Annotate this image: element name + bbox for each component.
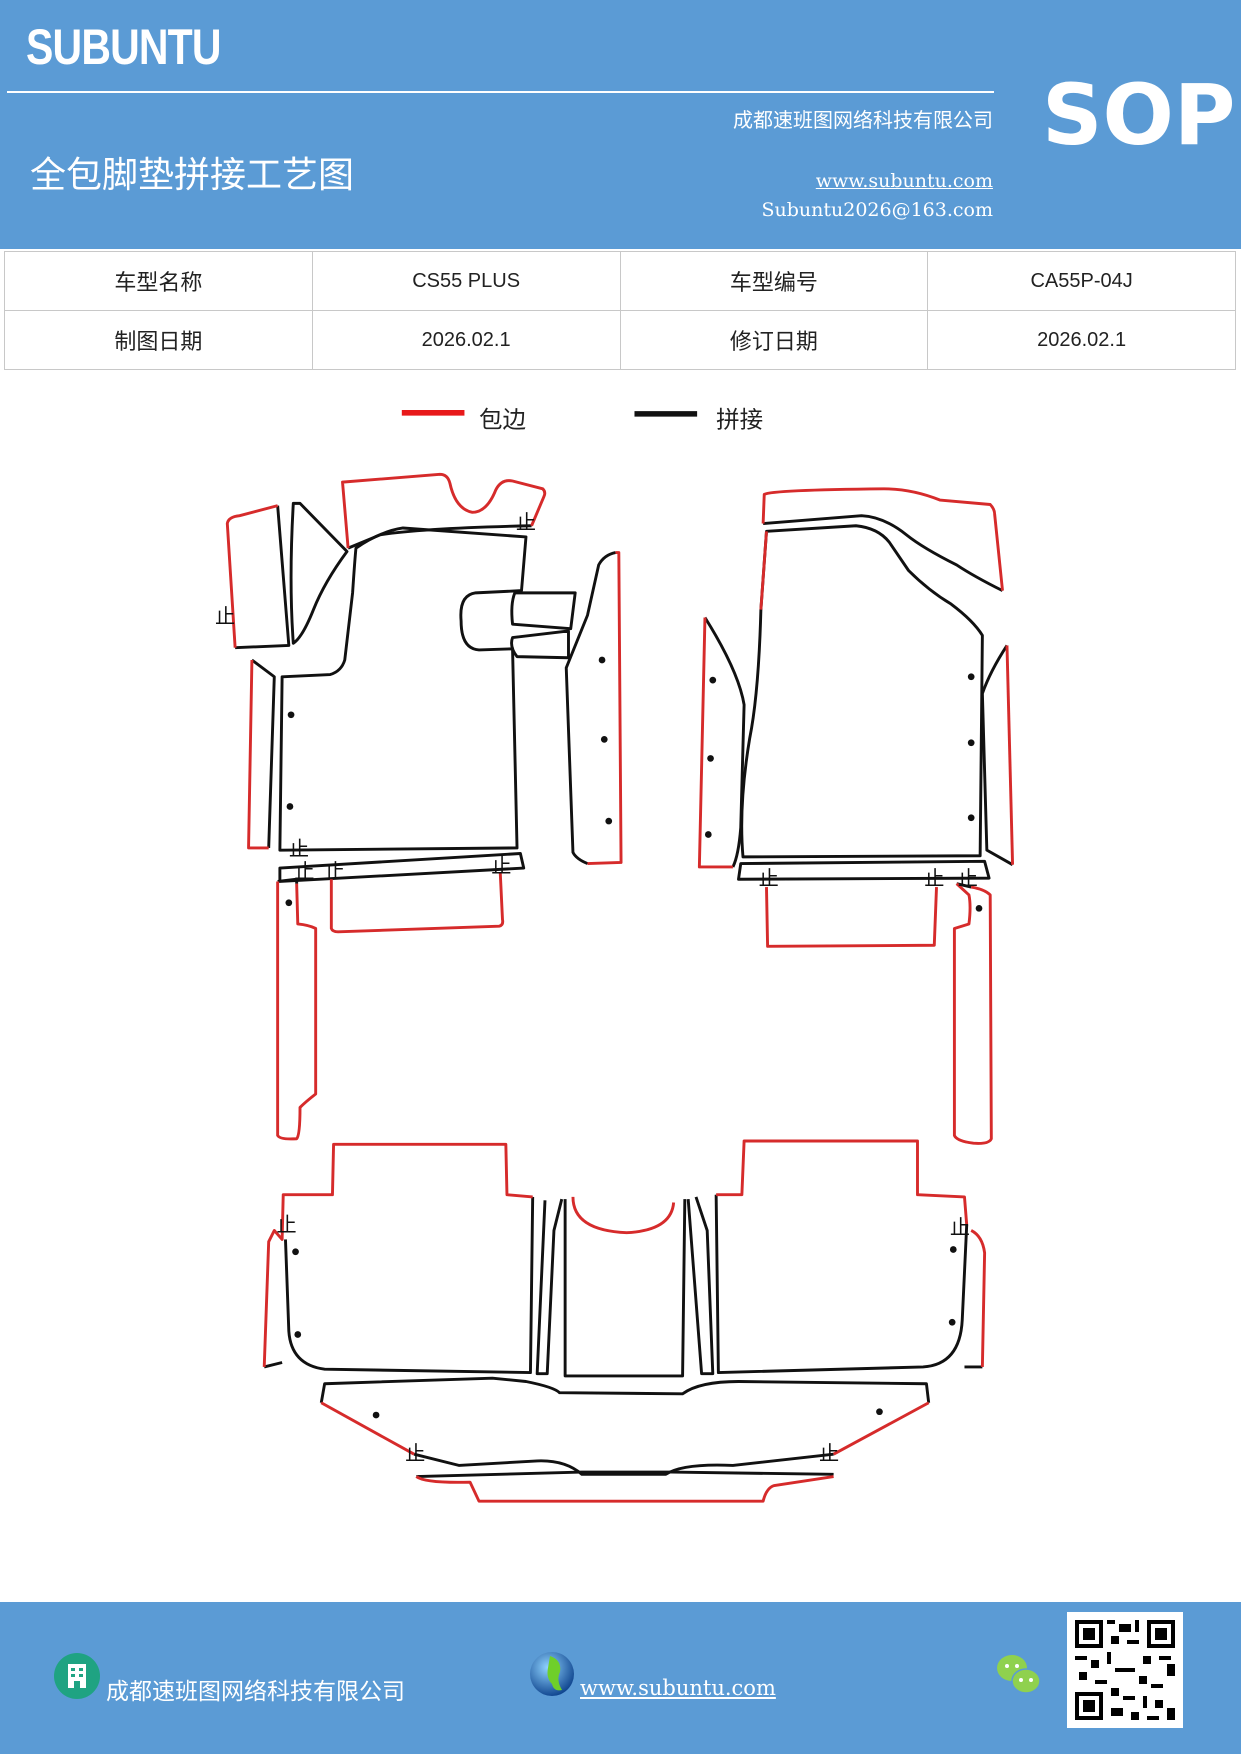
piece-tunnel-upper [510, 591, 577, 631]
piece-rear-tunnel [563, 1199, 687, 1378]
wechat-icon [997, 1655, 1041, 1694]
page-title: 全包脚垫拼接工艺图 [30, 155, 355, 196]
stop-mark: 止 [405, 1441, 425, 1465]
revise-date: 2026.02.1 [927, 310, 1236, 370]
fixing-dots [285, 656, 983, 1419]
dot [967, 739, 975, 747]
piece-rear-strip-seam [416, 1470, 834, 1479]
piece-console-strip-seam [564, 551, 616, 865]
dot [709, 676, 717, 684]
piece-front-left-triangle [289, 501, 349, 645]
info-table: 车型名称 CS55 PLUS 车型编号 CA55P-04J 制图日期 2026.… [4, 251, 1236, 370]
dot [876, 1408, 883, 1416]
model-code-label: 车型编号 [619, 251, 929, 311]
qr-code[interactable] [1067, 1612, 1183, 1728]
piece-front-right-main [740, 524, 984, 859]
piece-right-far-strip-seam [980, 644, 1014, 866]
draw-date-label: 制图日期 [4, 310, 313, 370]
qr-code-pattern [1075, 1620, 1175, 1720]
footer-company: 成都速班图网络科技有限公司 [106, 1679, 405, 1705]
piece-left-sill-seam [277, 877, 299, 884]
footer: 成都速班图网络科技有限公司 www.subuntu.com [0, 1602, 1241, 1754]
piece-front-right-trim [737, 859, 991, 881]
dot [294, 1331, 302, 1338]
piece-rear-strip-right [686, 1196, 715, 1376]
legend-edge-label: 包边 [479, 405, 526, 433]
website-link[interactable]: www.subuntu.com [815, 170, 993, 192]
revise-date-label: 修订日期 [619, 310, 929, 370]
stop-mark: 止 [325, 859, 345, 883]
model-name-label: 车型名称 [4, 251, 313, 311]
stop-mark: 止 [958, 866, 978, 890]
piece-right-left-strip-seam [703, 616, 746, 868]
email: Subuntu2026@163.com [761, 199, 993, 221]
edge-lines [225, 472, 1015, 1503]
stop-mark: 止 [950, 1215, 970, 1239]
model-name: CS55 PLUS [311, 251, 621, 311]
header: SUBUNTU 成都速班图网络科技有限公司 SOP 全包脚垫拼接工艺图 www.… [0, 0, 1241, 249]
piece-left-side-seam [251, 658, 276, 848]
table-row: 车型名称 CS55 PLUS 车型编号 CA55P-04J [4, 251, 1236, 311]
piece-front-left-corner [235, 505, 291, 650]
stop-mark: 止 [516, 510, 536, 534]
piece-rear-strip-left [535, 1198, 564, 1376]
company-name: 成都速班图网络科技有限公司 [733, 108, 993, 132]
stop-mark: 止 [289, 837, 309, 861]
stop-mark: 止 [819, 1441, 839, 1465]
draw-date: 2026.02.1 [311, 310, 621, 370]
brand-logo: SUBUNTU [26, 19, 222, 75]
table-row: 制图日期 2026.02.1 修订日期 2026.02.1 [4, 310, 1236, 370]
dot [967, 814, 975, 822]
stop-mark: 止 [294, 859, 314, 883]
dot [286, 803, 294, 810]
dot [287, 711, 295, 719]
piece-front-left-trim [278, 852, 526, 883]
piece-rear-bottom-seam [319, 1376, 931, 1476]
model-code: CA55P-04J [927, 251, 1236, 311]
dot [704, 831, 712, 838]
dot [948, 1318, 956, 1326]
dot [707, 755, 714, 762]
dot [605, 817, 613, 825]
dot [598, 656, 606, 664]
globe-icon [530, 1652, 574, 1696]
building-icon [54, 1653, 100, 1699]
legend-seam-label: 拼接 [716, 405, 763, 433]
doc-type: SOP [1042, 66, 1236, 164]
footer-website-link[interactable]: www.subuntu.com [580, 1676, 776, 1700]
piece-right-top-seam [763, 514, 1004, 592]
legend: 包边 拼接 [401, 405, 763, 433]
stop-mark: 止 [924, 866, 944, 890]
stop-marks: 止 止 止 止 止 止 止 止 止 止 止 止 止 [215, 510, 978, 1465]
stop-mark: 止 [215, 604, 235, 628]
piece-front-left-main [278, 526, 528, 852]
stop-mark: 止 [491, 854, 511, 878]
piece-tunnel-lower [510, 629, 570, 660]
dot [292, 1248, 299, 1256]
seam-lines [235, 501, 1014, 1479]
stop-mark: 止 [277, 1213, 297, 1237]
dot [285, 899, 293, 907]
piece-rear-right-seam [714, 1194, 983, 1375]
dot [949, 1246, 957, 1253]
dot [372, 1411, 380, 1419]
dot [600, 736, 608, 743]
stop-mark: 止 [759, 866, 779, 890]
dot [967, 673, 975, 681]
header-divider [7, 91, 994, 93]
piece-rear-left-seam [263, 1196, 535, 1375]
dot [975, 904, 983, 912]
